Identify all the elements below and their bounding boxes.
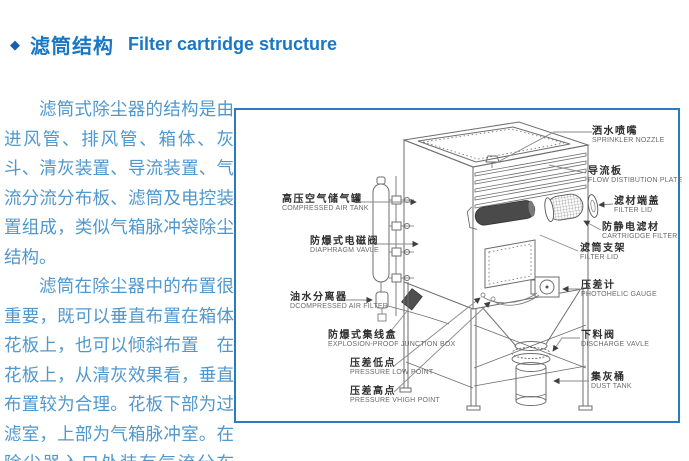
label-pressure-low-point: 压差低点 PRESSURE LOW POINT: [350, 358, 433, 377]
label-en: PRESSURE VHIGH POINT: [350, 397, 440, 404]
label-cn: 下料阀: [581, 330, 616, 341]
label-dust-tank: 集灰桶 DUST TANK: [591, 372, 632, 391]
section-title-en: Filter cartridge structure: [128, 34, 338, 54]
flow-distribution-plates: [474, 152, 587, 209]
access-door: [484, 239, 536, 289]
diaphragm-valves: [389, 195, 414, 283]
label-en: CARTRIGDGE FILTER: [602, 233, 678, 240]
label-filter-holder: 滤筒支架 FILTER LID: [580, 243, 626, 262]
label-en: FLOW DISTIBUTION PLATE: [588, 177, 683, 184]
support-legs: [399, 282, 593, 411]
label-cn: 导流板: [588, 166, 623, 177]
label-en: DISCHARGE VAVLE: [581, 341, 650, 348]
label-flow-distribution-plate: 导流板 FLOW DISTIBUTION PLATE: [588, 166, 683, 185]
dust-collector-line-drawing: [338, 121, 614, 411]
intro-text: 滤筒式除尘器的结构是由进风管、排风管、箱体、灰斗、清灰装置、导流装置、气流分流分…: [4, 95, 234, 461]
label-pressure-high-point: 压差高点 PRESSURE VHIGH POINT: [350, 386, 440, 405]
label-en: FILTER LID: [614, 207, 653, 214]
label-cn: 压差高点: [350, 386, 396, 397]
label-cn: 压差计: [581, 280, 616, 291]
label-cn: 压差低点: [350, 358, 396, 369]
leader-lines: [338, 131, 614, 393]
label-en: COMPRESSED AIR TANK: [282, 205, 369, 212]
label-cn: 高压空气储气罐: [282, 194, 363, 205]
intro-paragraph-2: 滤筒在除尘器中的布置很重要，既可以垂直布置在箱体花板上，也可以倾斜布置 在花板上…: [4, 276, 234, 461]
pressure-tap-tubes: [480, 292, 540, 306]
label-discharge-valve: 下料阀 DISCHARGE VAVLE: [581, 330, 649, 349]
label-compressed-air-tank: 高压空气储气罐 COMPRESSED AIR TANK: [282, 194, 369, 213]
label-cn: 防爆式集线盒: [328, 330, 397, 341]
label-sprinkler-nozzle: 洒水喷嘴 SPRINKLER NOZZLE: [592, 126, 664, 145]
label-en: DIAPHRAGM VAVLE: [310, 247, 379, 254]
section-title-cn: 滤筒结构: [30, 36, 114, 58]
label-cn: 防静电滤材: [602, 222, 660, 233]
label-en: PHOTOHELIC GAUGE: [581, 291, 657, 298]
label-cn: 防爆式电磁阀: [310, 236, 379, 247]
compressed-air-tank: [372, 176, 450, 325]
section-header: ◆ 滤筒结构 Filter cartridge structure: [10, 30, 337, 59]
label-photohelic-gauge: 压差计 PHOTOHELIC GAUGE: [581, 280, 657, 299]
label-cartridge-filter: 防静电滤材 CARTRIGDGE FILTER: [602, 222, 677, 241]
discharge-valve: [511, 347, 551, 365]
cartridge-filter-installed: [466, 200, 536, 230]
label-en: FILTER LID: [580, 254, 619, 261]
cabinet-body: [402, 121, 590, 310]
label-cn: 洒水喷嘴: [592, 126, 638, 137]
filter-end-lid: [587, 194, 599, 218]
label-en: EXPLOSION-PROOF JUNCTION BOX: [328, 341, 456, 348]
filter-structure-diagram-panel: 高压空气储气罐 COMPRESSED AIR TANK 防爆式电磁阀 DIAPH…: [234, 108, 683, 423]
label-diaphragm-valve: 防爆式电磁阀 DIAPHRAGM VAVLE: [310, 236, 379, 255]
label-en: DCOMPRESSED AIR FILTER: [290, 303, 389, 310]
label-junction-box: 防爆式集线盒 EXPLOSION-PROOF JUNCTION BOX: [328, 330, 455, 349]
sprinkler-nozzle: [485, 155, 500, 168]
label-oil-water-separator: 油水分离器 DCOMPRESSED AIR FILTER: [290, 292, 388, 311]
label-cn: 集灰桶: [591, 372, 626, 383]
dust-tank-barrel: [515, 362, 547, 406]
label-en: SPRINKLER NOZZLE: [592, 137, 665, 144]
oil-water-separator: [375, 282, 450, 325]
junction-box: [401, 288, 423, 311]
dust-hopper: [481, 289, 581, 351]
label-en: PRESSURE LOW POINT: [350, 369, 434, 376]
label-en: DUST TANK: [591, 383, 632, 390]
label-cn: 油水分离器: [290, 292, 348, 303]
photohelic-gauge: [530, 276, 560, 298]
label-cn: 滤筒支架: [580, 243, 626, 254]
intro-paragraph-1: 滤筒式除尘器的结构是由进风管、排风管、箱体、灰斗、清灰装置、导流装置、气流分流分…: [4, 99, 234, 267]
label-filter-lid: 滤材端盖 FILTER LID: [614, 196, 660, 215]
label-cn: 滤材端盖: [614, 196, 660, 207]
cartridge-filter-exploded: [544, 193, 584, 222]
diamond-bullet-icon: ◆: [10, 37, 20, 52]
